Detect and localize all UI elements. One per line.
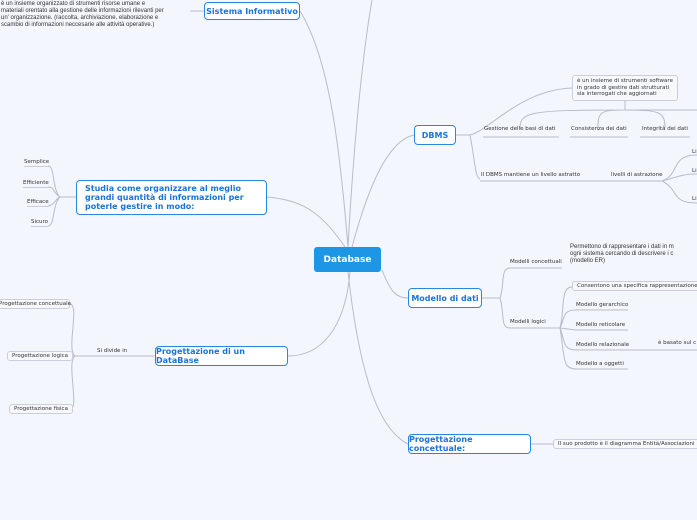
text-line: ogni sistema cercando di descrivere i c [570,251,674,257]
text-line: un' organizzazione. (raccolta, archiviaz… [1,15,159,21]
node-modello-dati[interactable]: Modello di dati [408,288,482,308]
text-line: sia interrogati che aggiornati [577,91,657,98]
progettazione-concettuale-product[interactable]: Il suo prodotto è il diagramma Entità/As… [553,439,697,449]
sistema-informativo-description: è un insieme organizzato di strumenti ri… [1,1,164,29]
modelli-logici-description[interactable]: Consentono una specifica rappresentazion… [572,281,697,291]
leaf-livello-2[interactable]: Li [692,168,697,174]
leaf-modelli-logici[interactable]: Modelli logici [510,319,546,325]
leaf-modello-gerarchico[interactable]: Modello gerarchico [576,302,629,308]
leaf-livello-1[interactable]: Li [692,149,697,155]
node-sistema-informativo[interactable]: Sistema Informativo [204,2,300,20]
leaf-progettazione-fisica[interactable]: Progettazione fisica [9,404,73,414]
text-line: è un insieme organizzato di strumenti ri… [1,1,146,7]
leaf-efficace[interactable]: Efficace [27,199,49,207]
node-progettazione-database[interactable]: Progettazione di un DataBase [155,346,288,366]
text-line: in grado di gestire dati strutturati [577,84,670,91]
text-line: materiali orentato alla gestione delle i… [1,8,164,14]
label-si-divide-in: Si divide in [97,348,128,354]
leaf-consistenza-dati[interactable]: Consistenza dei dati [571,126,627,132]
leaf-livello-3[interactable]: Li [692,196,697,202]
leaf-livelli-astrazione[interactable]: livelli di astrazione [611,172,663,178]
leaf-integrita-dati[interactable]: Integrità dei dati [642,126,688,132]
leaf-progettazione-concettuale[interactable]: Progettazione concettuale [0,299,71,309]
text-line: Permettono di rappresentare i dati in m [570,244,674,250]
node-progettazione-concettuale[interactable]: Progettazione concettuale: [408,434,531,454]
node-studia[interactable]: Studia come organizzare al meglio grandi… [76,180,267,215]
leaf-modelli-concettuali[interactable]: Modelli concettuali [510,259,562,265]
node-dbms[interactable]: DBMS [414,125,456,145]
leaf-relazionale-note[interactable]: è basato sul c [658,340,697,346]
text-line: è un insieme di strumenti software [577,78,673,84]
leaf-gestione-basi-dati[interactable]: Gestione delle basi di dati [484,126,556,132]
modelli-concettuali-description: Permettono di rappresentare i dati in m … [570,244,674,265]
leaf-semplice[interactable]: Semplice [24,159,50,167]
leaf-modello-reticolare[interactable]: Modello reticolare [576,322,626,328]
leaf-progettazione-logica[interactable]: Progettazione logica [7,351,73,361]
leaf-modello-oggetti[interactable]: Modello a oggetti [576,361,624,367]
leaf-efficiente[interactable]: Efficiente [23,180,49,188]
central-node-database[interactable]: Database [314,247,381,272]
leaf-modello-relazionale[interactable]: Modello relazionale [576,342,630,348]
leaf-sicuro[interactable]: Sicuro [31,219,49,227]
leaf-dbms-livello-astratto[interactable]: Il DBMS mantiene un livello astratto [481,172,581,178]
text-line: scambio di informazioni neccesarie alle … [1,22,155,28]
dbms-definition[interactable]: è un insieme di strumenti software in gr… [572,75,678,101]
text-line: (modello ER) [570,258,606,264]
